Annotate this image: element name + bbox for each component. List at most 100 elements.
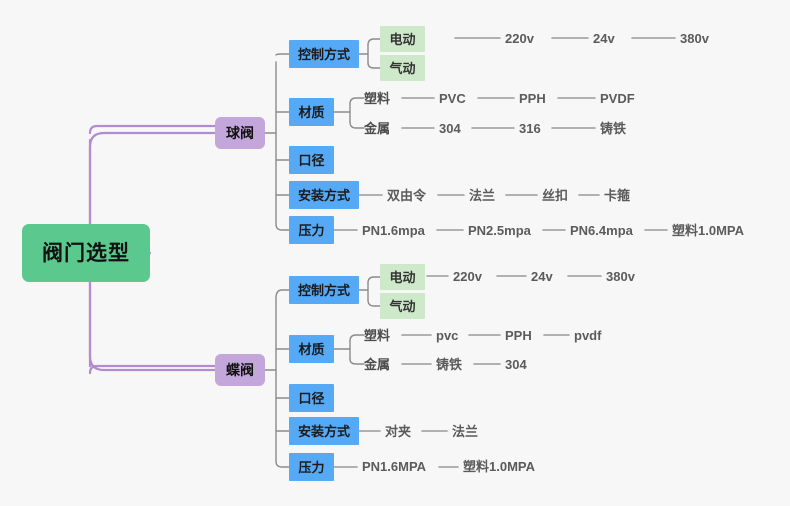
leaf-ball-electric-24v[interactable]: 24v [593, 27, 615, 49]
leaf-label: 丝扣 [542, 187, 569, 203]
node-label: 控制方式 [298, 46, 351, 62]
leaf-butterfly-plastic-pvdf[interactable]: pvdf [574, 325, 601, 345]
node-label: 气动 [389, 298, 416, 314]
leaf-label: PN1.6MPA [362, 458, 427, 474]
leaf-label: 24v [531, 268, 553, 284]
node-butterfly-installation[interactable]: 安装方式 [289, 417, 360, 445]
node-ball-material-plastic[interactable]: 塑料 [364, 88, 390, 108]
node-ball-control-mode[interactable]: 控制方式 [289, 40, 360, 68]
node-label: 塑料 [364, 90, 391, 106]
node-butterfly-material-plastic[interactable]: 塑料 [364, 325, 390, 345]
leaf-ball-metal-cast-iron[interactable]: 铸铁 [600, 118, 626, 138]
node-butterfly-material[interactable]: 材质 [289, 335, 334, 363]
node-butterfly-electric[interactable]: 电动 [380, 264, 425, 290]
node-ball-installation[interactable]: 安装方式 [289, 181, 360, 209]
leaf-ball-install-union[interactable]: 双由令 [387, 185, 426, 205]
leaf-ball-install-clamp[interactable]: 卡箍 [604, 185, 630, 205]
leaf-label: 380v [606, 268, 635, 284]
root-node-label: 阀门选型 [42, 241, 130, 265]
leaf-butterfly-pressure-plastic-10mpa[interactable]: 塑料1.0MPA [463, 456, 535, 476]
leaf-label: 220v [505, 30, 534, 46]
branch-node-label: 球阀 [226, 125, 254, 141]
leaf-label: 法兰 [469, 187, 496, 203]
leaf-label: 法兰 [452, 423, 479, 439]
node-ball-pressure[interactable]: 压力 [289, 216, 334, 244]
node-label: 口径 [298, 390, 325, 406]
leaf-label: 塑料1.0MPA [672, 222, 744, 238]
node-label: 气动 [389, 60, 416, 76]
leaf-label: 对夹 [385, 423, 412, 439]
root-node-valve-selection[interactable]: 阀门选型 [22, 224, 150, 282]
branch-node-label: 蝶阀 [226, 362, 254, 378]
leaf-label: PVDF [600, 90, 635, 106]
leaf-label: PN6.4mpa [570, 222, 633, 238]
branch-node-butterfly-valve[interactable]: 蝶阀 [215, 354, 265, 386]
leaf-ball-pressure-plastic-10mpa[interactable]: 塑料1.0MPA [672, 220, 744, 240]
leaf-butterfly-electric-24v[interactable]: 24v [531, 265, 553, 287]
node-ball-caliber[interactable]: 口径 [289, 146, 334, 174]
node-butterfly-material-metal[interactable]: 金属 [364, 354, 390, 374]
leaf-butterfly-install-flange[interactable]: 法兰 [452, 421, 478, 441]
leaf-ball-install-flange[interactable]: 法兰 [469, 185, 495, 205]
leaf-label: 304 [439, 120, 461, 136]
node-label: 电动 [389, 269, 416, 285]
node-label: 电动 [389, 31, 416, 47]
node-label: 塑料 [364, 327, 391, 343]
branch-node-ball-valve[interactable]: 球阀 [215, 117, 265, 149]
leaf-ball-pressure-pn64[interactable]: PN6.4mpa [570, 220, 633, 240]
leaf-butterfly-pressure-pn16[interactable]: PN1.6MPA [362, 456, 426, 476]
leaf-label: 卡箍 [604, 187, 631, 203]
leaf-label: 铸铁 [436, 356, 463, 372]
leaf-label: 铸铁 [600, 120, 627, 136]
leaf-label: 380v [680, 30, 709, 46]
leaf-ball-pressure-pn25[interactable]: PN2.5mpa [468, 220, 531, 240]
leaf-label: pvc [436, 327, 459, 343]
leaf-ball-metal-304[interactable]: 304 [439, 118, 461, 138]
leaf-label: PPH [519, 90, 546, 106]
node-label: 压力 [298, 222, 325, 238]
node-label: 材质 [298, 341, 325, 357]
node-ball-electric[interactable]: 电动 [380, 26, 425, 52]
leaf-butterfly-metal-cast-iron[interactable]: 铸铁 [436, 354, 462, 374]
leaf-label: pvdf [574, 327, 602, 343]
leaf-butterfly-plastic-pph[interactable]: PPH [505, 325, 532, 345]
leaf-butterfly-electric-380v[interactable]: 380v [606, 265, 635, 287]
leaf-ball-plastic-pvc[interactable]: PVC [439, 88, 466, 108]
leaf-label: 24v [593, 30, 615, 46]
leaf-label: PVC [439, 90, 466, 106]
node-butterfly-pressure[interactable]: 压力 [289, 453, 334, 481]
leaf-ball-electric-220v[interactable]: 220v [505, 27, 534, 49]
node-ball-material[interactable]: 材质 [289, 98, 334, 126]
leaf-label: 双由令 [387, 187, 427, 203]
node-label: 安装方式 [298, 187, 351, 203]
leaf-ball-metal-316[interactable]: 316 [519, 118, 541, 138]
leaf-label: 316 [519, 120, 541, 136]
leaf-label: 220v [453, 268, 482, 284]
node-ball-material-metal[interactable]: 金属 [364, 118, 390, 138]
leaf-ball-plastic-pvdf[interactable]: PVDF [600, 88, 635, 108]
node-label: 口径 [298, 152, 325, 168]
leaf-label: 304 [505, 356, 527, 372]
leaf-butterfly-install-wafer[interactable]: 对夹 [385, 421, 411, 441]
leaf-ball-install-thread[interactable]: 丝扣 [542, 185, 568, 205]
node-butterfly-caliber[interactable]: 口径 [289, 384, 334, 412]
node-label: 金属 [364, 120, 391, 136]
leaf-butterfly-electric-220v[interactable]: 220v [453, 265, 482, 287]
leaf-ball-electric-380v[interactable]: 380v [680, 27, 709, 49]
leaf-label: 塑料1.0MPA [463, 458, 535, 474]
leaf-label: PPH [505, 327, 532, 343]
leaf-butterfly-metal-304[interactable]: 304 [505, 354, 527, 374]
node-butterfly-control-mode[interactable]: 控制方式 [289, 276, 360, 304]
node-label: 金属 [364, 356, 391, 372]
leaf-butterfly-plastic-pvc[interactable]: pvc [436, 325, 458, 345]
node-label: 控制方式 [298, 282, 351, 298]
leaf-ball-pressure-pn16[interactable]: PN1.6mpa [362, 220, 425, 240]
node-ball-pneumatic[interactable]: 气动 [380, 55, 425, 81]
leaf-ball-plastic-pph[interactable]: PPH [519, 88, 546, 108]
node-label: 安装方式 [298, 423, 351, 439]
node-butterfly-pneumatic[interactable]: 气动 [380, 293, 425, 319]
node-label: 材质 [298, 104, 325, 120]
node-label: 压力 [298, 459, 325, 475]
leaf-label: PN1.6mpa [362, 222, 425, 238]
